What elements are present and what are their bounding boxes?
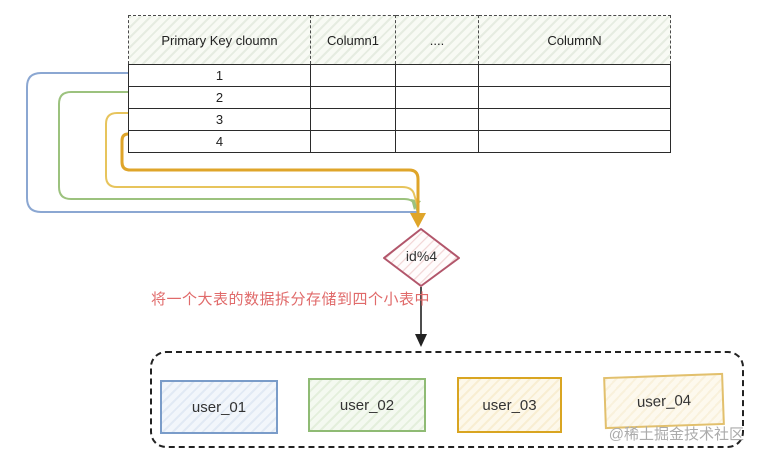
decision-label: id%4 xyxy=(405,248,438,264)
row-key-cell: 4 xyxy=(128,130,311,153)
source-table: Primary Key cloumn Column1 .... ColumnN … xyxy=(128,15,671,153)
flow-line-row4 xyxy=(120,132,420,216)
table-row: 1 xyxy=(128,64,671,87)
empty-cell xyxy=(395,108,479,131)
table-row: 2 xyxy=(128,86,671,109)
empty-cell xyxy=(478,64,671,87)
shard-label: user_01 xyxy=(191,398,247,416)
empty-cell xyxy=(310,108,396,131)
empty-cell xyxy=(478,86,671,109)
shard-user-01: user_01 xyxy=(160,380,278,434)
annotation-text: 将一个大表的数据拆分存储到四个小表中 xyxy=(151,291,431,308)
empty-cell xyxy=(310,130,396,153)
table-row: 3 xyxy=(128,108,671,131)
shard-label: user_03 xyxy=(482,396,537,414)
flow-line-row3 xyxy=(105,112,418,205)
empty-cell xyxy=(395,64,479,87)
table-header-row: Primary Key cloumn Column1 .... ColumnN xyxy=(128,15,671,65)
empty-cell xyxy=(310,86,396,109)
empty-cell xyxy=(478,108,671,131)
table-header-ellipsis: .... xyxy=(395,15,479,65)
empty-cell xyxy=(395,130,479,153)
row-key-cell: 1 xyxy=(128,64,311,87)
shard-label: user_02 xyxy=(339,396,395,414)
table-header-primary-key: Primary Key cloumn xyxy=(128,15,311,65)
distribute-arrowhead xyxy=(415,334,427,347)
empty-cell xyxy=(395,86,479,109)
row-key-cell: 3 xyxy=(128,108,311,131)
shard-user-02: user_02 xyxy=(308,378,426,432)
row-key-cell: 2 xyxy=(128,86,311,109)
table-header-columnN: ColumnN xyxy=(478,15,671,65)
table-header-column1: Column1 xyxy=(310,15,396,65)
table-row: 4 xyxy=(128,130,671,153)
shard-label: user_04 xyxy=(636,391,692,411)
flow-arrowhead-merge xyxy=(410,213,426,228)
shard-user-03: user_03 xyxy=(457,377,562,433)
empty-cell xyxy=(310,64,396,87)
watermark: @稀土掘金技术社区 xyxy=(608,426,744,443)
decision-diamond xyxy=(383,228,460,287)
flow-line-row1 xyxy=(26,72,419,213)
shard-user-04: user_04 xyxy=(603,372,725,430)
empty-cell xyxy=(478,130,671,153)
shard-container xyxy=(150,351,744,448)
